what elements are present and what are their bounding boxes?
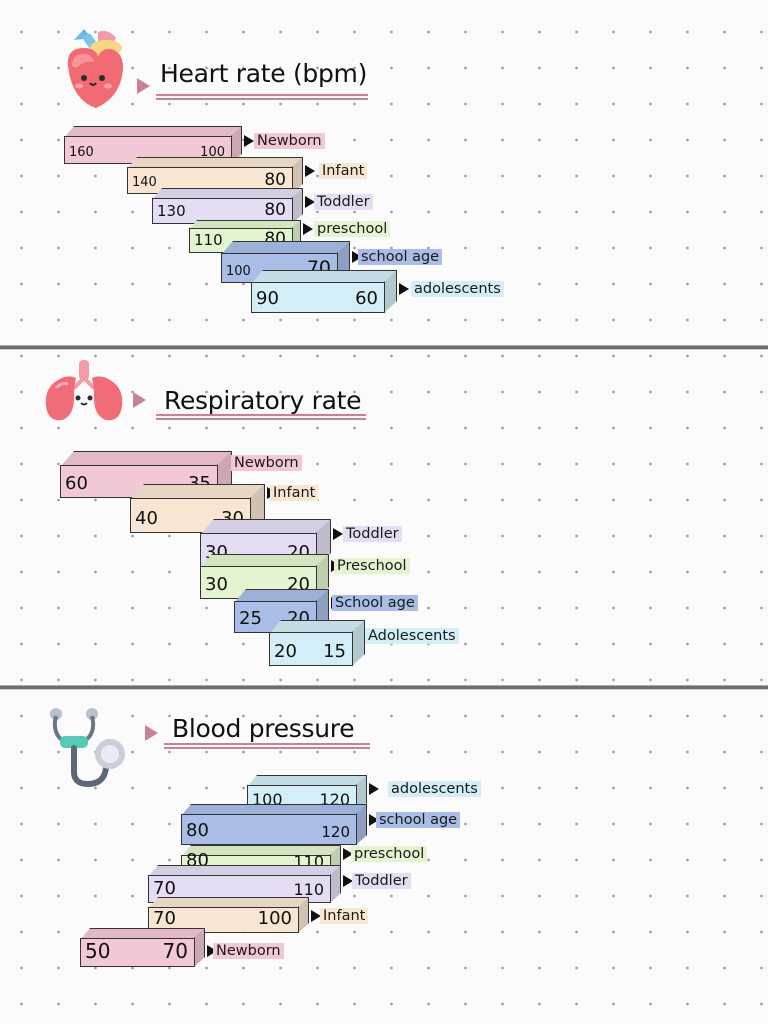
range-low-value: 120 [321,823,350,841]
title-marker-icon [133,392,146,408]
range-high-value: 130 [157,202,186,220]
title-underline [156,414,366,416]
age-group-label: School age [332,595,418,611]
pointer-arrow-icon [305,196,315,208]
range-low-value: 60 [355,288,378,309]
title-marker-icon [145,725,158,741]
title-underline [164,743,370,745]
range-bar: 90 60 [251,270,397,313]
range-high-value: 160 [69,145,94,160]
age-group-label: Newborn [231,455,302,471]
pointer-arrow-icon [207,945,217,957]
range-low-value: 100 [200,145,225,160]
range-high-value: 40 [135,508,158,529]
bar-front-face: 90 60 [251,282,385,313]
section-title: Blood pressure [172,714,355,743]
range-low-value: 70 [162,939,188,963]
age-group-label: Infant [319,163,368,179]
range-high-value: 100 [226,264,251,279]
range-low-value: 80 [264,200,286,220]
pointer-arrow-icon [352,251,362,263]
age-group-label: Preschool [334,558,410,574]
range-high-value: 60 [65,473,88,494]
section-title: Heart rate (bpm) [160,59,368,88]
range-high-value: 70 [153,878,176,899]
range-high-value: 80 [186,820,209,841]
pointer-arrow-icon [369,783,379,795]
age-group-label: school age [358,249,443,265]
range-low-value: 100 [257,908,292,929]
title-marker-icon [137,78,150,94]
pointer-arrow-icon [333,528,343,540]
section-divider [0,685,768,690]
age-group-label: preschool [314,221,391,237]
age-group-label: preschool [351,846,428,862]
bar-front-face: 50 70 [80,938,195,967]
range-low-value: 80 [264,170,286,190]
range-bar: 140 80 [127,157,303,194]
age-group-label: Toddler [352,873,411,889]
stethoscope-icon [50,708,125,788]
age-group-label: adolescents [388,781,481,797]
pointer-arrow-icon [311,910,321,922]
range-high-value: 50 [85,939,111,963]
range-high-value: 20 [274,641,297,662]
range-bar: 50 70 [80,928,205,967]
range-high-value: 70 [153,908,176,929]
pointer-arrow-icon [305,165,315,177]
pointer-arrow-icon [303,223,313,235]
pointer-arrow-icon [343,848,353,860]
range-low-value: 15 [323,641,346,662]
section-title: Respiratory rate [164,386,362,415]
lungs-icon [45,360,123,421]
age-group-label: Adolescents [365,628,459,644]
heart-icon [67,29,123,108]
pointer-arrow-icon [399,283,409,295]
range-high-value: 25 [239,608,262,629]
age-group-label: school age [376,812,461,828]
range-bar: 80 120 [181,804,367,845]
age-group-label: Toddler [314,194,373,210]
age-group-label: Infant [320,908,369,924]
bar-front-face: 80 120 [181,814,357,845]
age-group-label: Newborn [213,943,284,959]
range-high-value: 90 [256,288,279,309]
age-group-label: Toddler [343,526,402,542]
heart-rate-section: Heart rate (bpm) 160 100 Newborn 140 80 Infan… [0,0,768,345]
age-group-label: Infant [270,485,319,501]
range-low-value: 110 [293,880,324,899]
age-group-label: Newborn [254,133,325,149]
pointer-arrow-icon [343,875,353,887]
range-high-value: 140 [132,175,157,190]
pointer-arrow-icon [244,135,254,147]
range-high-value: 30 [205,574,228,595]
section-divider [0,345,768,350]
range-high-value: 110 [194,231,223,249]
age-group-label: adolescents [411,281,504,297]
pointer-arrow-icon [369,814,379,826]
title-underline [156,94,368,96]
